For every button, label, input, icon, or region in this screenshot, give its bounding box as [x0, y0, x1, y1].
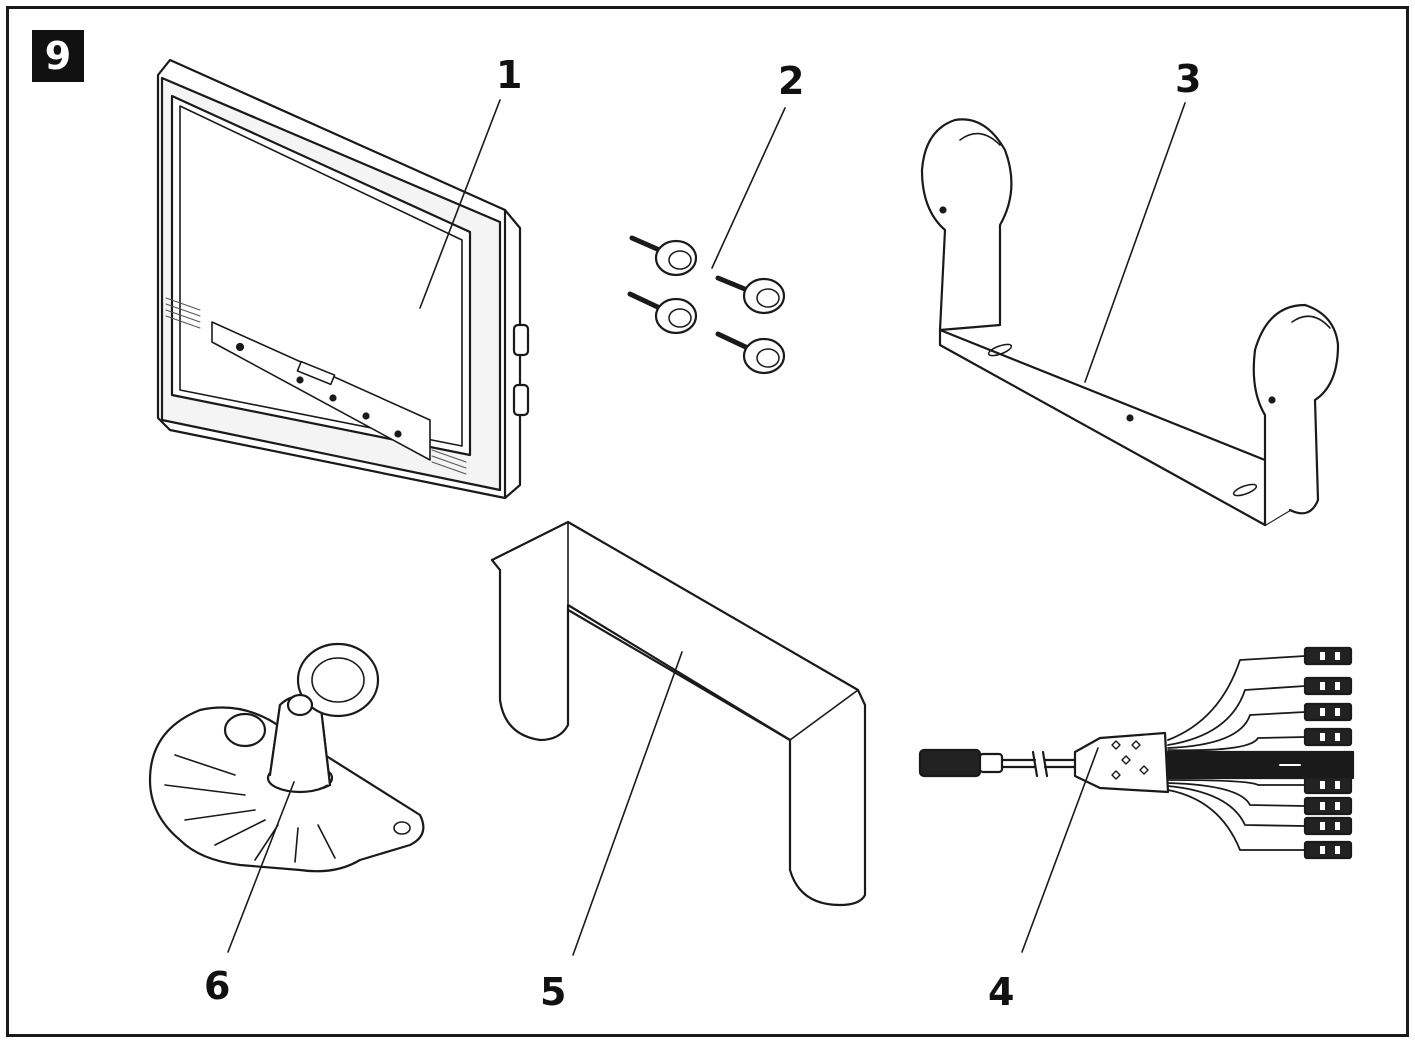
leader-line-2: [711, 107, 786, 269]
callout-6: 6: [204, 964, 231, 1008]
sunshade-part: [490, 520, 867, 907]
leader-lines: [227, 99, 1186, 956]
cable-part: [918, 646, 1355, 860]
callout-1: 1: [496, 53, 523, 97]
leader-line-3: [1084, 102, 1186, 383]
figure-number-badge: 9: [32, 30, 84, 82]
callout-5: 5: [540, 970, 567, 1014]
leader-line-4: [1021, 747, 1099, 953]
callout-4: 4: [988, 970, 1015, 1014]
monitor-part: [156, 58, 530, 500]
callout-3: 3: [1175, 57, 1202, 101]
callout-2: 2: [778, 59, 805, 103]
screws-part: [627, 235, 786, 375]
leader-line-5: [572, 651, 683, 956]
leader-line-6: [227, 781, 295, 953]
leader-line-1: [419, 99, 501, 309]
suction-mount-part: [148, 642, 425, 873]
bracket-part: [920, 118, 1340, 527]
